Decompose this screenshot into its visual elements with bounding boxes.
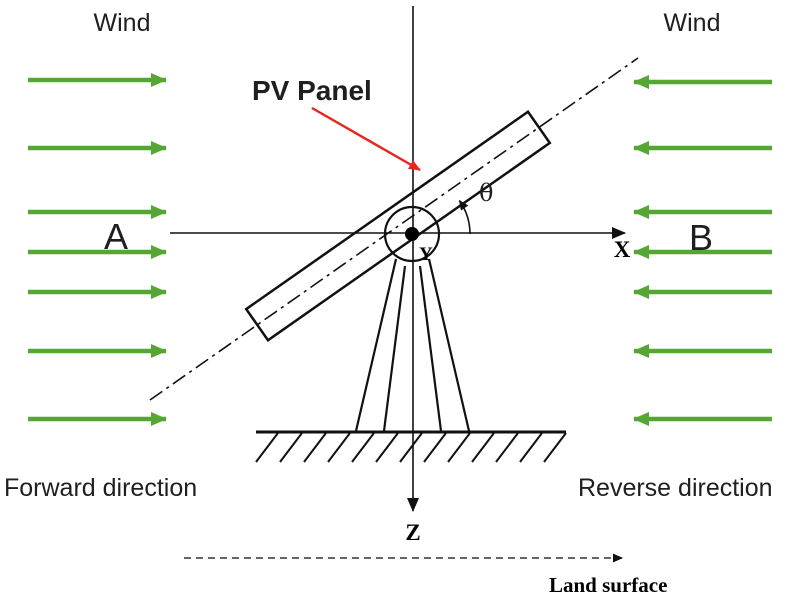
- forward-direction-label: Forward direction: [4, 474, 197, 502]
- panel-centerline: [149, 57, 639, 401]
- y-axis-dot: [405, 227, 419, 241]
- wind-arrows-left: [28, 73, 167, 426]
- z-axis-label: Z: [405, 520, 420, 545]
- reverse-direction-label: Reverse direction: [578, 474, 773, 502]
- ground-hatching: [255, 432, 567, 463]
- theta-arc: [458, 199, 471, 235]
- support-leg-line: [354, 258, 398, 432]
- support-leg-line: [427, 258, 471, 432]
- wind-label-left: Wind: [94, 9, 151, 37]
- pivot-circle: [383, 205, 441, 263]
- region-a-label: A: [104, 216, 128, 257]
- region-b-label: B: [689, 217, 713, 258]
- land-surface-label: Land surface: [549, 573, 667, 597]
- x-axis-label: X: [614, 237, 631, 262]
- wind-label-right: Wind: [664, 9, 721, 37]
- pv-panel-label: PV Panel: [252, 75, 372, 106]
- pv-panel-pointer-arrow: [311, 106, 421, 172]
- wind-arrows-right: [633, 75, 772, 426]
- support-legs: [354, 258, 471, 432]
- support-leg-line: [382, 265, 407, 432]
- y-axis-label: Y: [419, 244, 433, 265]
- support-leg-line: [418, 265, 443, 432]
- theta-label: θ: [479, 179, 493, 207]
